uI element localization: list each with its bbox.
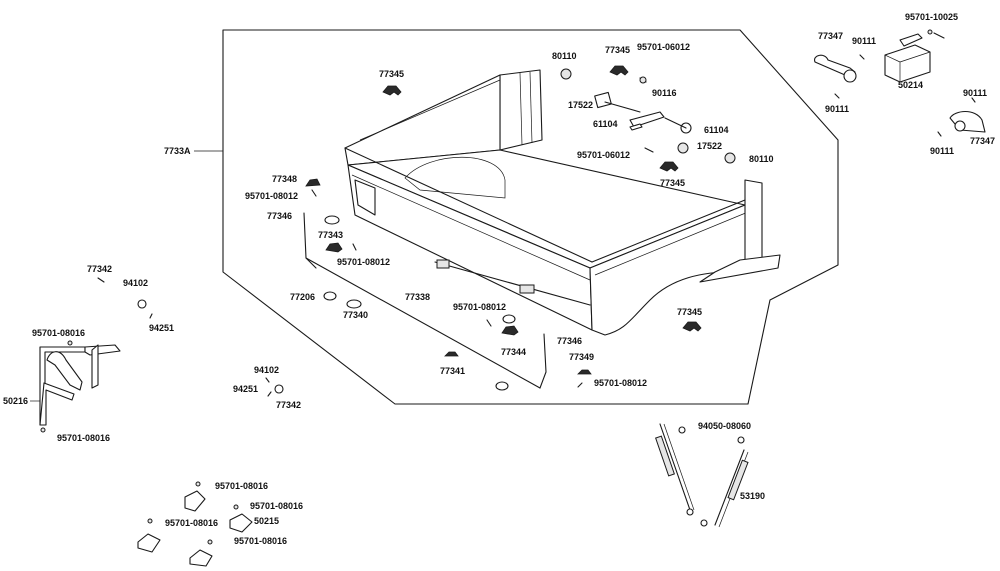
clip-77340 bbox=[346, 299, 362, 309]
callout-77342-b: 77342 bbox=[276, 400, 302, 410]
callout-53190: 53190 bbox=[740, 491, 766, 501]
callout-95701-08016-a: 95701-08016 bbox=[32, 328, 86, 338]
callout-77348: 77348 bbox=[272, 174, 298, 184]
grommet-low bbox=[495, 381, 509, 391]
callout-17522-a: 17522 bbox=[568, 100, 594, 110]
clip-77341 bbox=[444, 351, 459, 357]
washer-94102-a bbox=[137, 299, 147, 309]
callout-77344: 77344 bbox=[501, 347, 527, 357]
nut-80110-b bbox=[724, 152, 736, 164]
bracket-50216 bbox=[39, 340, 121, 433]
callout-95701-08012-d: 95701-08012 bbox=[594, 378, 648, 388]
callout-90111-c: 90111 bbox=[963, 88, 988, 98]
callout-94102-b: 94102 bbox=[254, 365, 280, 375]
callout-95701-06012-b: 95701-06012 bbox=[577, 150, 631, 160]
callout-90111-b: 90111 bbox=[825, 104, 850, 114]
pin-61104-a bbox=[594, 91, 641, 113]
callout-61104-b: 61104 bbox=[704, 125, 729, 135]
callout-7733A: 7733A bbox=[164, 146, 191, 156]
rod-77338 bbox=[305, 257, 541, 389]
clamp-77345-c bbox=[659, 161, 679, 172]
callout-77349: 77349 bbox=[569, 352, 595, 362]
callout-90116: 90116 bbox=[652, 88, 677, 98]
grommet-top bbox=[324, 215, 340, 225]
callout-77345-a: 77345 bbox=[605, 45, 631, 55]
callout-77346-b: 77346 bbox=[557, 336, 583, 346]
callout-90111-a: 90111 bbox=[852, 36, 877, 46]
callout-95701-08016-c: 95701-08016 bbox=[215, 481, 269, 491]
callout-77346-a: 77346 bbox=[267, 211, 293, 221]
callout-61104-a: 61104 bbox=[593, 119, 618, 129]
callout-95701-08016-e: 95701-08016 bbox=[165, 518, 219, 528]
gas-struts-53190 bbox=[655, 423, 749, 528]
assembly-boundary bbox=[222, 29, 839, 405]
fitting-77348 bbox=[305, 178, 321, 187]
clip-77344 bbox=[501, 325, 519, 336]
callout-77341: 77341 bbox=[440, 366, 466, 376]
washer-94102-b bbox=[274, 384, 284, 394]
clip-77343 bbox=[325, 242, 343, 253]
callout-77342-a: 77342 bbox=[87, 264, 113, 274]
callout-95701-08012-b: 95701-08012 bbox=[337, 257, 391, 267]
washer-17522-b bbox=[677, 142, 689, 154]
brackets-50215 bbox=[137, 481, 253, 567]
callout-77345-d: 77345 bbox=[677, 307, 703, 317]
callout-95701-08012-c: 95701-08012 bbox=[453, 302, 507, 312]
callout-77347-a: 77347 bbox=[818, 31, 844, 41]
callout-95701-08016-f: 95701-08016 bbox=[234, 536, 288, 546]
callout-77340: 77340 bbox=[343, 310, 369, 320]
callout-95701-08016-b: 95701-08016 bbox=[57, 433, 111, 443]
callout-50216: 50216 bbox=[3, 396, 29, 406]
rod-77346-b bbox=[539, 333, 547, 389]
callout-95701-08016-d: 95701-08016 bbox=[250, 501, 304, 511]
grommet-77206 bbox=[323, 291, 337, 301]
clamp-77345-b bbox=[609, 65, 629, 76]
callout-77338: 77338 bbox=[405, 292, 431, 302]
callout-77345-b: 77345 bbox=[379, 69, 405, 79]
clamp-77345-a bbox=[382, 85, 402, 96]
hitch-50214 bbox=[884, 29, 945, 83]
callout-77345-c: 77345 bbox=[660, 178, 686, 188]
grommet-mid bbox=[502, 314, 516, 324]
callout-77343: 77343 bbox=[318, 230, 344, 240]
callout-17522-b: 17522 bbox=[697, 141, 723, 151]
callout-94102-a: 94102 bbox=[123, 278, 149, 288]
callout-50214: 50214 bbox=[898, 80, 924, 90]
bracket-77347-b bbox=[949, 110, 986, 133]
bolt-95701-06012-b bbox=[644, 147, 654, 153]
nut-80110-a bbox=[560, 68, 572, 80]
callout-50215: 50215 bbox=[254, 516, 280, 526]
callout-94251-b: 94251 bbox=[233, 384, 259, 394]
callout-94251-a: 94251 bbox=[149, 323, 175, 333]
callout-95701-06012-a: 95701-06012 bbox=[637, 42, 691, 52]
callout-90111-d: 90111 bbox=[930, 146, 955, 156]
clamp-77345-d bbox=[682, 321, 702, 332]
callout-77347-b: 77347 bbox=[970, 136, 996, 146]
clip-77349 bbox=[577, 369, 592, 375]
callout-95701-08012-a: 95701-08012 bbox=[245, 191, 299, 201]
callout-77206: 77206 bbox=[290, 292, 316, 302]
callout-80110-a: 80110 bbox=[552, 51, 577, 61]
callout-94050-08060: 94050-08060 bbox=[698, 421, 752, 431]
callout-95701-10025: 95701-10025 bbox=[905, 12, 959, 22]
pin-61104-b bbox=[664, 117, 692, 134]
cargo-box-drawing bbox=[344, 69, 781, 336]
bracket-90116 bbox=[629, 111, 665, 128]
callout-80110-b: 80110 bbox=[749, 154, 774, 164]
